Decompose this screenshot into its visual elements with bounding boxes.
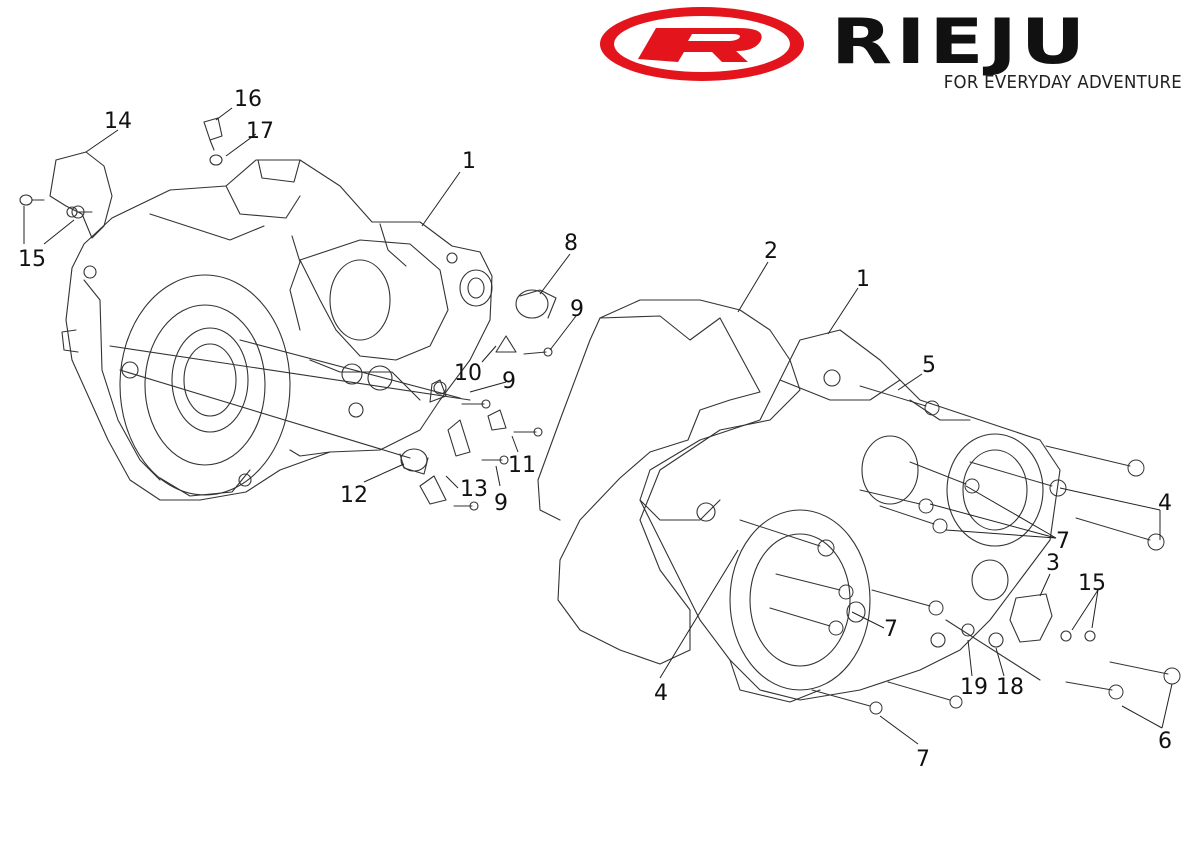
callout-8: 8 [564, 231, 578, 256]
callout-9c: 9 [494, 491, 508, 516]
callout-13: 13 [460, 477, 488, 502]
callout-7a: 7 [1056, 529, 1070, 554]
callout-1b: 1 [856, 267, 870, 292]
callout-15a: 15 [18, 247, 46, 272]
callout-14: 14 [104, 109, 132, 134]
callout-labels: 1 1 2 3 4 4 5 6 7 7 7 8 9 9 9 10 11 12 1… [18, 87, 1172, 772]
left-crankcase-half [61, 159, 493, 501]
callout-1a: 1 [462, 149, 476, 174]
brand-tagline: FOR EVERYDAY ADVENTURE [943, 72, 1182, 93]
callout-16: 16 [234, 87, 262, 112]
callout-19: 19 [960, 675, 988, 700]
right-crankcase-half [639, 329, 1061, 703]
callout-3: 3 [1046, 551, 1060, 576]
brand-header: RIEJU FOR EVERYDAY ADVENTURE [598, 4, 1190, 100]
callout-17: 17 [246, 119, 274, 144]
callout-9a: 9 [570, 297, 584, 322]
callout-15b: 15 [1078, 571, 1106, 596]
callout-4a: 4 [654, 681, 668, 706]
callout-5: 5 [922, 353, 936, 378]
rieju-logo-mark [600, 7, 804, 81]
callout-12: 12 [340, 483, 368, 508]
callout-18: 18 [996, 675, 1024, 700]
gasket [557, 299, 801, 665]
callout-9b: 9 [502, 369, 516, 394]
callout-7c: 7 [916, 747, 930, 772]
callout-6: 6 [1158, 729, 1172, 754]
callout-2: 2 [764, 239, 778, 264]
callout-7b: 7 [884, 617, 898, 642]
callout-11: 11 [508, 453, 536, 478]
callout-10: 10 [454, 361, 482, 386]
brand-wordmark: RIEJU [831, 5, 1090, 78]
callout-4b: 4 [1158, 491, 1172, 516]
